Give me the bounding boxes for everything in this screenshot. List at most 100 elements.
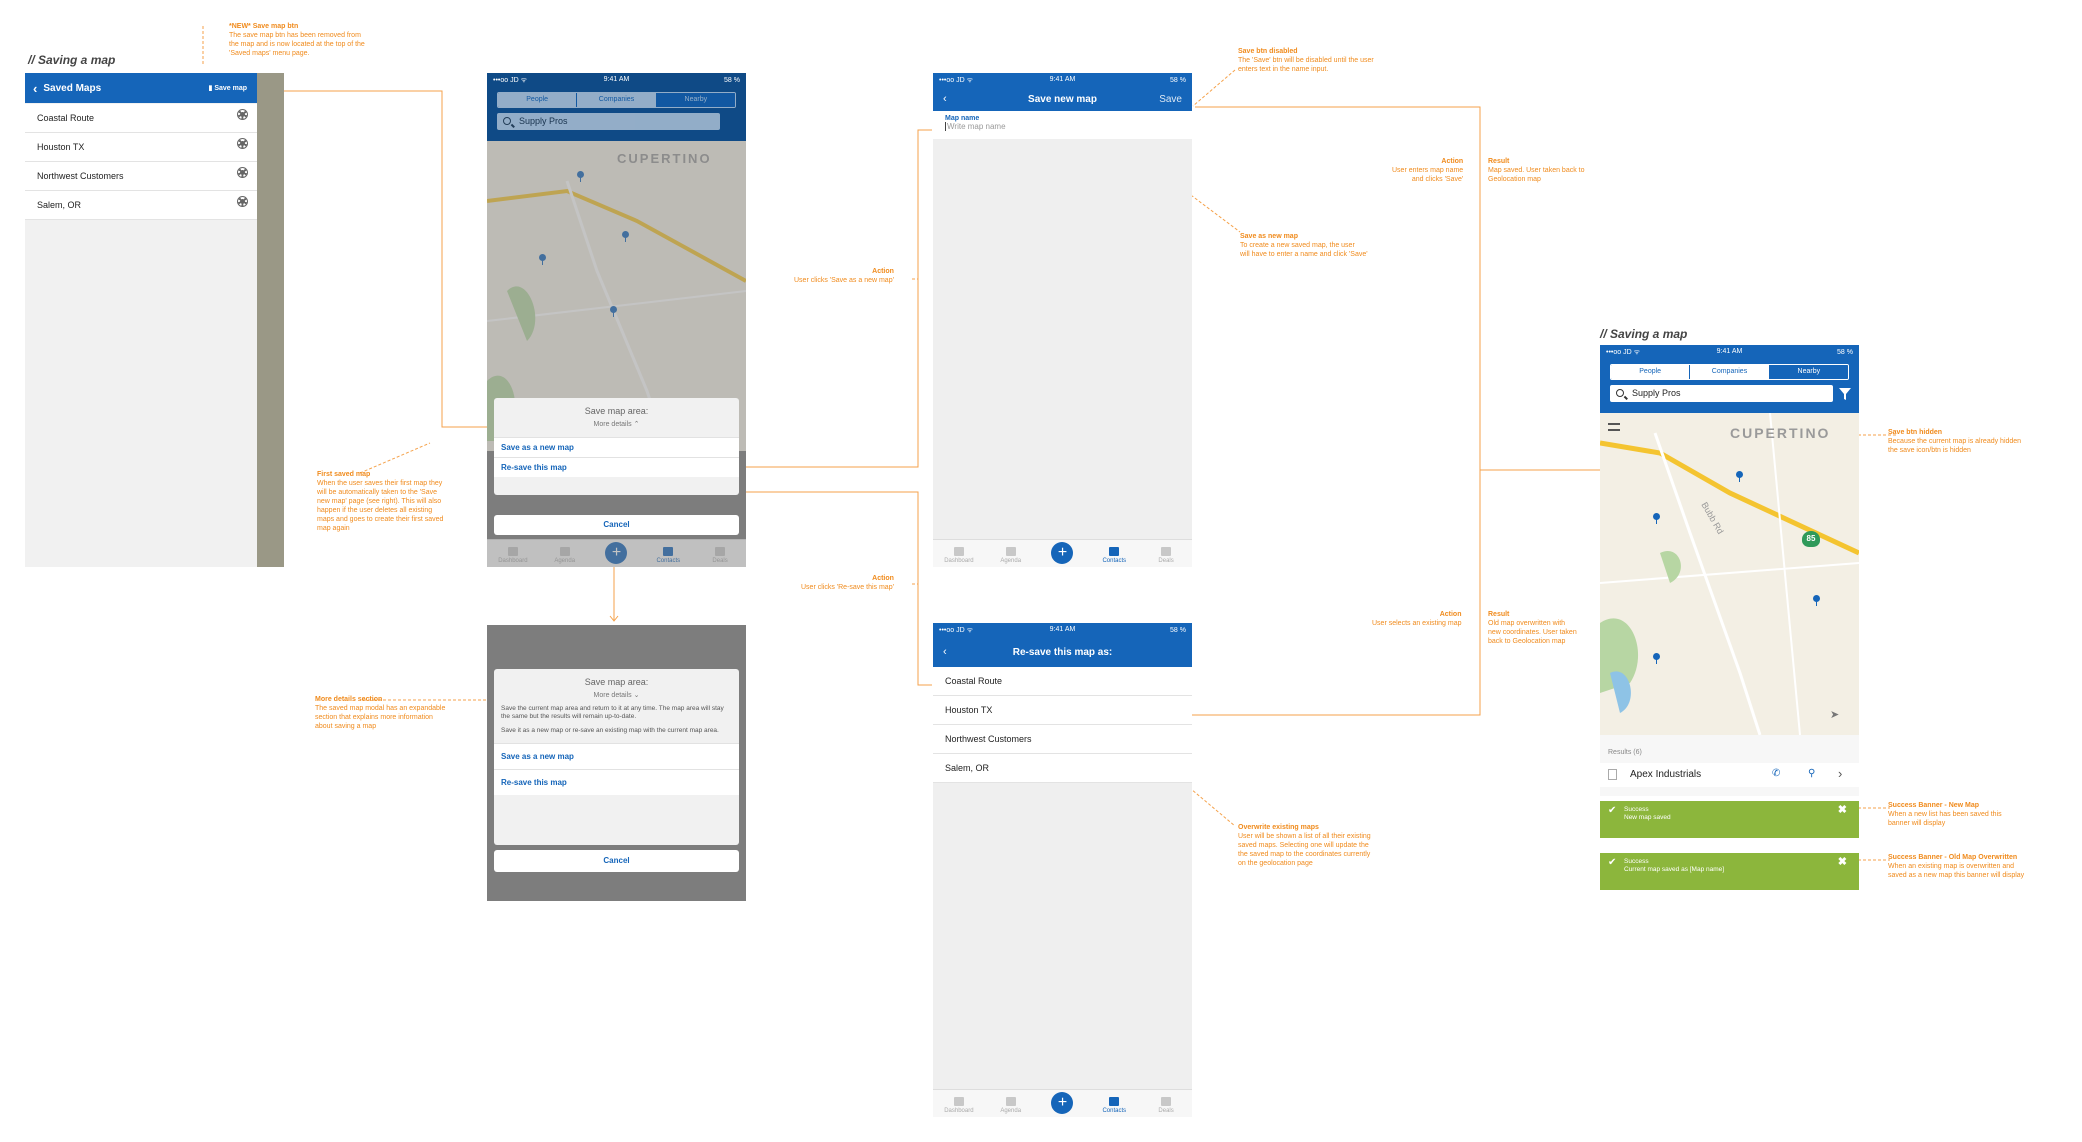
saved-map-item[interactable]: Coastal Route: [25, 104, 257, 133]
result-row[interactable]: Apex Industrials ✆ ⚲ ›: [1600, 763, 1859, 787]
existing-map-item[interactable]: Houston TX: [933, 696, 1192, 725]
locate-icon[interactable]: ➤: [1830, 709, 1840, 721]
resave-map-option[interactable]: Re-save this map: [494, 457, 739, 477]
map-name-label: Map name: [945, 115, 980, 122]
tab-agenda[interactable]: Agenda: [991, 1097, 1031, 1114]
saved-maps-drawer: ‹ Saved Maps ▮ Save map Coastal Route Ho…: [25, 73, 257, 567]
saved-map-item[interactable]: Salem, OR: [25, 191, 257, 220]
saved-map-item[interactable]: Northwest Customers: [25, 162, 257, 191]
gear-icon[interactable]: [237, 109, 248, 120]
map-pin-icon[interactable]: [1653, 653, 1660, 664]
bookmark-icon: ▮: [208, 85, 215, 92]
saved-map-item[interactable]: Houston TX: [25, 133, 257, 162]
add-button[interactable]: +: [1042, 542, 1082, 564]
gear-icon[interactable]: [237, 167, 248, 178]
chevron-right-icon[interactable]: ›: [1838, 766, 1843, 781]
annotation-text: The save map btn has been removed from t…: [229, 32, 365, 57]
map-name-input[interactable]: Write map name: [945, 122, 1180, 131]
back-icon[interactable]: ‹: [943, 93, 947, 105]
checkmark-icon: ✔: [1608, 805, 1617, 816]
add-button[interactable]: +: [1042, 1092, 1082, 1114]
search-value: Supply Pros: [1632, 388, 1681, 398]
annotation-text: User enters map name and clicks 'Save': [1392, 167, 1464, 183]
tab-companies[interactable]: Companies: [1690, 365, 1770, 379]
cancel-button[interactable]: Cancel: [494, 515, 739, 535]
save-as-new-map-option[interactable]: Save as a new map: [494, 437, 739, 457]
tab-deals[interactable]: Deals: [1146, 1097, 1186, 1114]
search-input[interactable]: Supply Pros: [497, 113, 720, 130]
cancel-button[interactable]: Cancel: [494, 850, 739, 872]
page-title: Re-save this map as:: [1012, 646, 1113, 658]
save-map-label: Save map: [214, 85, 247, 92]
add-button[interactable]: +: [596, 542, 636, 564]
map-pin-icon[interactable]: [577, 171, 584, 182]
agenda-icon: [559, 547, 570, 556]
map-pin-icon[interactable]: [539, 254, 546, 265]
tab-people[interactable]: People: [498, 93, 578, 107]
carrier-text: •••oo JD ᯤ: [493, 76, 527, 84]
contacts-icon: [1109, 547, 1120, 556]
close-icon[interactable]: ✖: [1837, 856, 1847, 868]
saved-map-label: Salem, OR: [37, 200, 82, 210]
save-button[interactable]: Save: [1159, 93, 1182, 105]
annotation-heading: More details section: [315, 696, 383, 703]
tab-contacts[interactable]: Contacts: [1094, 1097, 1134, 1114]
search-input[interactable]: Supply Pros: [1610, 385, 1833, 402]
map-name-field[interactable]: Map name Write map name: [933, 111, 1192, 139]
annotation-heading: Action: [872, 575, 894, 582]
save-new-map-screen: •••oo JD ᯤ 9:41 AM 58 % ‹ Save new map S…: [933, 73, 1192, 567]
existing-map-item[interactable]: Northwest Customers: [933, 725, 1192, 754]
close-icon[interactable]: ✖: [1837, 804, 1847, 816]
map-pin-icon[interactable]: [610, 306, 617, 317]
back-icon[interactable]: ‹: [943, 646, 947, 658]
gear-icon[interactable]: [237, 196, 248, 207]
resave-map-option[interactable]: Re-save this map: [494, 769, 739, 795]
tab-agenda[interactable]: Agenda: [545, 547, 585, 564]
deals-icon: [1161, 547, 1172, 556]
gear-icon[interactable]: [237, 138, 248, 149]
time-text: 9:41 AM: [603, 76, 630, 83]
saved-map-label: Northwest Customers: [37, 171, 124, 181]
map-pin-icon[interactable]: [1736, 471, 1743, 482]
tab-contacts[interactable]: Contacts: [1094, 547, 1134, 564]
tab-deals[interactable]: Deals: [700, 547, 740, 564]
tab-bar: Dashboard Agenda + Contacts Deals: [487, 539, 746, 567]
tab-label: Contacts: [656, 558, 681, 564]
menu-icon[interactable]: [1608, 423, 1620, 431]
existing-map-item[interactable]: Salem, OR: [933, 754, 1192, 783]
map-view[interactable]: CUPERTINO Bubb Rd 85 ➤: [1600, 413, 1859, 735]
tab-people[interactable]: People: [1611, 365, 1691, 379]
tab-agenda[interactable]: Agenda: [991, 547, 1031, 564]
tab-dashboard[interactable]: Dashboard: [939, 547, 979, 564]
save-as-new-map-option[interactable]: Save as a new map: [494, 743, 739, 769]
tab-nearby[interactable]: Nearby: [1769, 365, 1848, 379]
dashboard-icon: [507, 547, 518, 556]
carrier-text: •••oo JD ᯤ: [939, 76, 973, 84]
location-pin-icon[interactable]: ⚲: [1808, 768, 1816, 779]
annotation-text: User clicks 'Re-save this map': [801, 584, 894, 591]
success-banner-overwritten: ✔ Success Current map saved as [Map name…: [1600, 853, 1859, 890]
tab-dashboard[interactable]: Dashboard: [939, 1097, 979, 1114]
back-icon[interactable]: ‹: [33, 80, 38, 96]
phone-icon[interactable]: ✆: [1772, 768, 1781, 779]
tab-label: Agenda: [1000, 1108, 1022, 1114]
map-pin-icon[interactable]: [622, 231, 629, 242]
tab-companies[interactable]: Companies: [577, 93, 657, 107]
tab-label: Agenda: [554, 558, 576, 564]
map-city-label: CUPERTINO: [617, 151, 712, 166]
tab-nearby[interactable]: Nearby: [656, 93, 735, 107]
more-details-toggle[interactable]: More details ⌃: [593, 421, 640, 428]
tab-label: Deals: [1158, 558, 1174, 564]
save-map-button[interactable]: ▮ Save map: [209, 84, 247, 92]
tab-dashboard[interactable]: Dashboard: [493, 547, 533, 564]
tab-contacts[interactable]: Contacts: [648, 547, 688, 564]
filter-icon[interactable]: [1839, 388, 1851, 400]
existing-map-item[interactable]: Coastal Route: [933, 667, 1192, 696]
tab-deals[interactable]: Deals: [1146, 547, 1186, 564]
map-pin-icon[interactable]: [1653, 513, 1660, 524]
more-details-toggle[interactable]: More details ⌄: [593, 692, 640, 699]
existing-map-label: Salem, OR: [945, 763, 990, 773]
map-pin-icon[interactable]: [1813, 595, 1820, 606]
